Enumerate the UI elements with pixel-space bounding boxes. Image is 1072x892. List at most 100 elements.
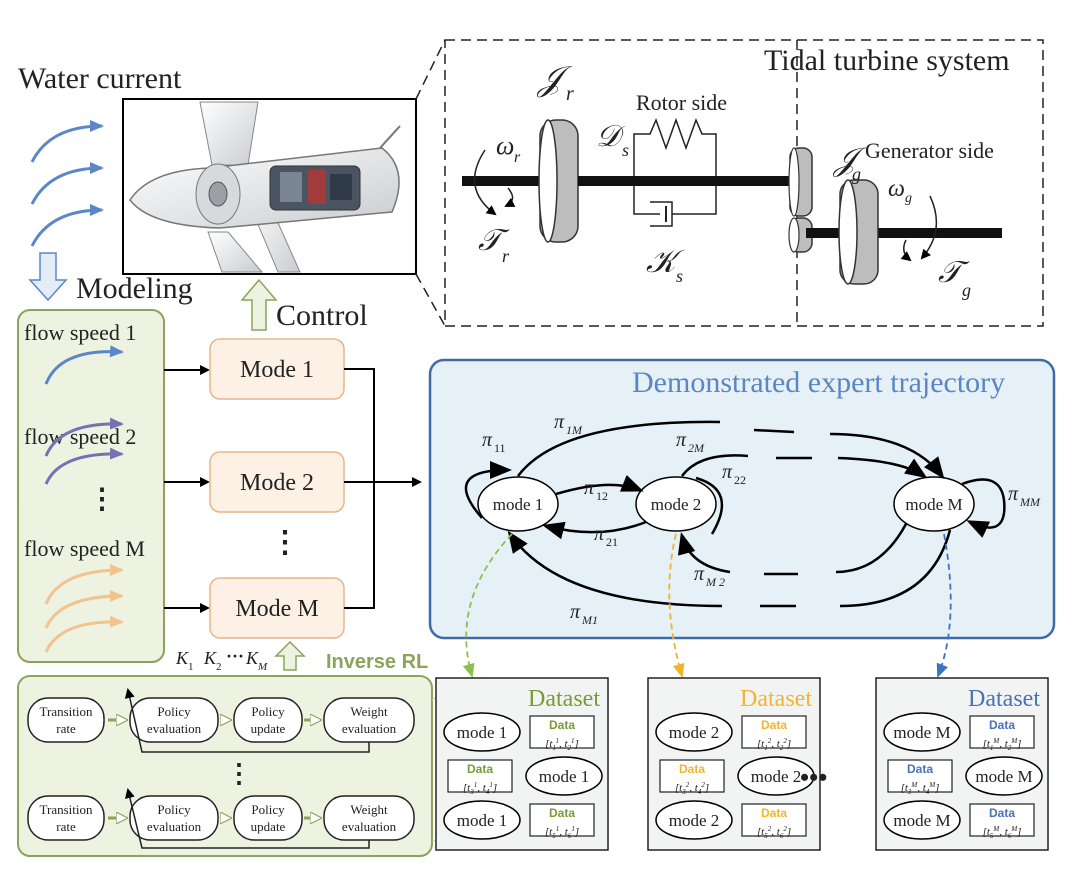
modeling-label: Modeling	[76, 272, 193, 305]
dataset-mode-label: mode 2	[669, 723, 720, 742]
dataset-interval: [t31, t41]	[463, 781, 497, 796]
mode-merge-lines	[344, 368, 422, 609]
generator-side-label: Generator side	[865, 138, 994, 163]
dataset-data-label: Data	[907, 762, 933, 776]
dataset-link-1	[462, 533, 513, 678]
svg-text:M 2: M 2	[705, 575, 725, 589]
dataset-data-chip	[741, 803, 807, 837]
svg-text:K: K	[203, 648, 217, 668]
tidal-turbine-box	[415, 39, 1044, 327]
svg-text:1: 1	[188, 661, 194, 673]
dataset-link-2	[668, 533, 685, 678]
flow-arrows-2	[44, 417, 124, 485]
svg-text:g: g	[852, 164, 861, 184]
svg-text:Weight: Weight	[350, 802, 388, 817]
svg-text:rate: rate	[56, 721, 76, 736]
dataset-data-label: Data	[761, 806, 787, 820]
dataset-data-chip	[529, 715, 595, 749]
symbol-D-s: 𝒟 s	[596, 120, 629, 160]
dataset-mode-node	[883, 800, 961, 840]
mode-box-M: Mode M	[164, 577, 345, 639]
svg-text:Policy: Policy	[251, 704, 285, 719]
svg-text:π: π	[722, 461, 733, 483]
svg-text:Policy: Policy	[157, 704, 191, 719]
dataset-mode-label: mode 2	[751, 767, 802, 786]
dataset-interval: [t11, t21]	[545, 737, 579, 752]
svg-text:Mode 1: Mode 1	[240, 357, 314, 383]
rotor-side-label: Rotor side	[636, 90, 727, 115]
dataset-mode-node	[965, 756, 1043, 796]
dataset-title: Dataset	[740, 686, 812, 712]
dataset-mode-label: mode M	[975, 767, 1032, 786]
gain-labels: K 1 K 2 ··· K M	[175, 646, 268, 673]
svg-text:K: K	[175, 648, 189, 668]
svg-text:π: π	[594, 523, 605, 545]
node-mode-1: mode 1	[493, 495, 544, 514]
dataset-data-label: Data	[989, 718, 1015, 732]
svg-text:evaluation: evaluation	[147, 819, 202, 834]
water-current-arrows	[30, 120, 104, 247]
demo-trajectory-panel	[428, 358, 1056, 640]
dataset-data-chip	[741, 715, 807, 749]
node-mode-2: mode 2	[651, 495, 702, 514]
dataset-data-chip	[887, 759, 953, 793]
dataset-mode-label: mode M	[893, 723, 950, 742]
flow-speed-1: flow speed 1	[24, 320, 136, 345]
tidal-turbine-title: Tidal turbine system	[764, 44, 1010, 77]
dataset-mode-node	[737, 756, 815, 796]
svg-text:π: π	[694, 563, 705, 585]
svg-text:g: g	[962, 280, 971, 300]
svg-text:g: g	[905, 191, 912, 206]
dataset-interval: [t5M, t6M]	[983, 825, 1022, 840]
dataset-mode-node	[443, 800, 521, 840]
pi-M1: π M1	[570, 601, 598, 627]
dataset-data-label: Data	[549, 806, 575, 820]
svg-text:rate: rate	[56, 819, 76, 834]
svg-text:evaluation: evaluation	[147, 721, 202, 736]
svg-text:Mode 2: Mode 2	[240, 470, 314, 496]
dataset-data-label: Data	[549, 718, 575, 732]
dataset-interval: [t12, t22]	[757, 737, 791, 752]
dataset-interval: [t1M, t2M]	[983, 737, 1022, 752]
markov-graph: mode 1 mode 2 mode M	[464, 420, 1006, 608]
svg-text:MM: MM	[1019, 495, 1041, 509]
pi-21: π 21	[594, 523, 618, 549]
svg-text:π: π	[570, 601, 581, 623]
inverse-rl-label: Inverse RL	[326, 651, 428, 673]
pi-MM: π MM	[1008, 483, 1041, 509]
svg-text:Weight: Weight	[350, 704, 388, 719]
dataset-box-2: Dataset mode 2 Data [t12, t22] mode 2 Data [t3…	[647, 677, 821, 851]
svg-text:11: 11	[494, 441, 506, 455]
svg-text:K: K	[245, 648, 259, 668]
svg-text:22: 22	[734, 473, 746, 487]
svg-text:M: M	[257, 661, 268, 673]
mode-box-2: Mode 2	[164, 451, 345, 513]
svg-text:Transition: Transition	[40, 704, 93, 719]
dataset-mode-node	[525, 756, 603, 796]
svg-text:2: 2	[216, 661, 222, 673]
dataset-mode-node	[655, 800, 733, 840]
mode-ellipsis: ⋮	[270, 526, 300, 559]
symbol-omega-g: ω g	[888, 176, 912, 206]
svg-text:𝒟: 𝒟	[596, 120, 625, 153]
svg-text:π: π	[584, 477, 595, 499]
svg-text:Transition: Transition	[40, 802, 93, 817]
dataset-interval: [t51, t61]	[545, 825, 579, 840]
modeling-arrow	[28, 252, 68, 302]
svg-text:···: ···	[226, 646, 244, 666]
drivetrain-mechanics	[462, 117, 1002, 285]
svg-text:update: update	[251, 819, 286, 834]
svg-text:Policy: Policy	[157, 802, 191, 817]
inverse-rl-arrow	[274, 640, 306, 671]
svg-text:M1: M1	[581, 613, 598, 627]
pi-12: π 12	[584, 477, 608, 503]
irl-ellipsis: ⋮	[226, 759, 252, 788]
flow-arrows-1	[44, 345, 124, 385]
dataset-data-chip	[659, 759, 725, 793]
dataset-data-label: Data	[679, 762, 705, 776]
pi-22: π 22	[722, 461, 746, 487]
dataset-interval: [t32, t42]	[675, 781, 709, 796]
symbol-J-r: 𝒥 r	[536, 61, 574, 105]
